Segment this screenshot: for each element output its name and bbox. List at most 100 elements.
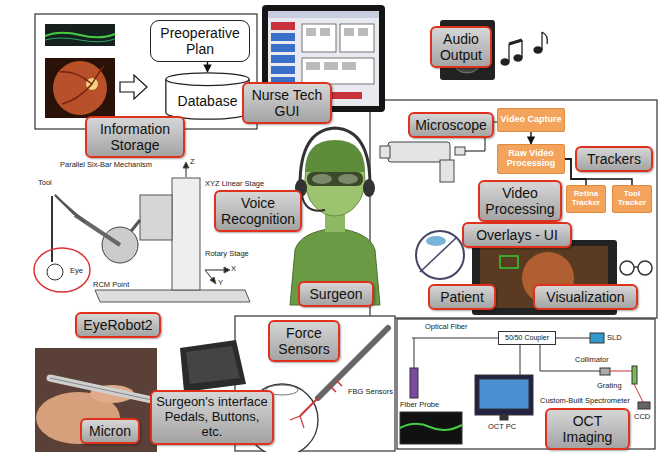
surgeon-figure — [290, 128, 380, 305]
microscope-drawing-part — [388, 142, 450, 162]
component-label: Surgeon — [298, 281, 374, 307]
patient-eye-part — [420, 238, 456, 272]
oct-setup-part — [410, 368, 418, 398]
eyerobot-drawing-part — [183, 162, 189, 168]
part-label: Z — [190, 158, 195, 166]
component-label: Patient — [428, 284, 496, 310]
surgeon-figure-part — [363, 179, 375, 197]
oct-setup-part — [412, 338, 498, 339]
part-label: OCT PC — [488, 423, 516, 431]
part-label: Optical Fiber — [425, 323, 468, 331]
oct-setup-part — [479, 379, 529, 409]
nurse-gui-screenshot-part — [302, 58, 374, 84]
box-text: Raw Video Processing — [500, 149, 562, 169]
nurse-gui-screenshot-part — [268, 11, 379, 18]
component-label: Surgeon's interface Pedals, Buttons, etc… — [150, 390, 274, 445]
connector — [530, 132, 531, 144]
nurse-gui-screenshot-part — [320, 28, 330, 36]
part-label: SLD — [607, 334, 622, 342]
force-sensor-drawing-part — [336, 380, 342, 386]
component-label: Force Sensors — [268, 320, 340, 362]
oct-setup-part — [475, 375, 533, 415]
part-label: Collimator — [575, 356, 609, 364]
eyerobot-drawing-part — [47, 264, 63, 280]
monitor-part — [500, 256, 518, 268]
nurse-gui-screenshot-part — [340, 24, 374, 52]
label-text: Nurse Tech GUI — [248, 87, 326, 119]
label-text: Surgeon's interface Pedals, Buttons, etc… — [156, 395, 268, 440]
hollow-arrow — [120, 75, 147, 99]
nurse-gui-screenshot-part — [306, 28, 316, 36]
label-text: EyeRobot2 — [81, 317, 155, 333]
nurse-gui-screenshot-part — [271, 55, 295, 63]
music-notes-part — [541, 32, 542, 50]
box-text: Tool Tracker — [615, 190, 649, 208]
oct-setup-part — [400, 412, 462, 444]
oct-scan-thumbnail — [45, 24, 115, 46]
oct-setup-part — [414, 338, 415, 368]
label-text: Voice Recognition — [220, 195, 296, 227]
label-text: Trackers — [581, 151, 647, 167]
panel-frame-part — [35, 14, 257, 129]
micron-photo-part — [35, 348, 157, 452]
eyerobot-drawing-part — [172, 178, 200, 290]
eyerobot-drawing-part — [51, 196, 53, 262]
oct-setup-part — [632, 366, 637, 384]
patient-eye-part — [416, 231, 464, 279]
music-notes-part — [509, 40, 522, 44]
surgeon-figure-part — [338, 174, 358, 184]
label-text: Visualization — [539, 289, 632, 305]
force-sensor-drawing-part — [300, 416, 304, 428]
oct-scan-thumbnail-part — [45, 24, 115, 46]
part-label: Custom-Built Spectrometer — [540, 397, 630, 405]
nurse-gui-screenshot-part — [271, 66, 295, 74]
nurse-gui-screenshot-part — [306, 62, 320, 70]
part-label: Rotary Stage — [205, 250, 249, 258]
micron-photo-part — [50, 378, 152, 400]
music-notes-part — [514, 55, 522, 61]
glasses-part — [638, 261, 652, 275]
label-text: Surgeon — [304, 286, 368, 302]
box-text: Video Capture — [501, 115, 562, 125]
oct-setup-part — [520, 345, 521, 375]
oct-setup-part — [500, 415, 508, 420]
surgeon-figure-part — [300, 128, 370, 185]
component-label: Video Processing — [478, 180, 562, 222]
part-label: X — [231, 265, 236, 273]
foot-pedal-part — [180, 340, 246, 392]
cylinder-top — [166, 73, 249, 86]
component-label: Microscope — [408, 112, 494, 138]
force-sensor-drawing-part — [330, 386, 336, 392]
box-text: Retina Tracker — [569, 190, 603, 208]
oct-setup-part — [638, 402, 650, 409]
micron-photo — [35, 348, 157, 452]
plan-box: Preoperative Plan — [150, 20, 250, 62]
component-label: OCT Imaging — [545, 408, 630, 450]
part-label: Parallel Six-Bar Mechanism — [60, 161, 152, 169]
coupler-box: 50/50 Coupler — [498, 331, 556, 345]
eyerobot-drawing-part — [60, 200, 85, 222]
box-text: Database — [178, 93, 238, 109]
part-label: Grating — [597, 382, 622, 390]
part-label: CCD — [634, 413, 650, 421]
box-text: 50/50 Coupler — [505, 334, 549, 342]
patient-eye-part — [426, 236, 446, 246]
microscope-drawing-part — [455, 147, 465, 155]
music-notes-part — [501, 59, 509, 65]
eyerobot-drawing-part — [210, 277, 216, 284]
oct-setup-part — [634, 384, 643, 402]
label-text: Micron — [86, 423, 134, 439]
surgeon-figure-part — [307, 172, 363, 186]
panel-frame — [35, 14, 657, 451]
label-text: Force Sensors — [274, 325, 334, 357]
glasses-part — [634, 266, 638, 268]
label-text: Patient — [434, 289, 490, 305]
label-text: Audio Output — [436, 31, 486, 63]
component-label: Nurse Tech GUI — [242, 82, 332, 124]
component-label: Audio Output — [430, 26, 492, 68]
oct-scan-thumbnail-part — [45, 33, 115, 38]
nurse-gui-screenshot-part — [324, 62, 338, 70]
micron-photo-part — [50, 378, 152, 400]
oct-setup-part — [556, 338, 590, 339]
